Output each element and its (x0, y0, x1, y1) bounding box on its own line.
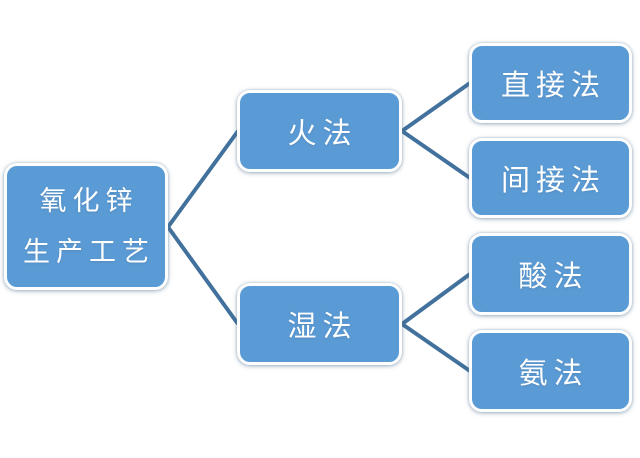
leaf-node-indirect-label: 间接法 (500, 165, 606, 197)
leaf-node-direct-method: 直接法 (469, 43, 632, 123)
branch-node-fire-label: 火法 (287, 118, 358, 150)
leaf-node-ammonia-method: 氨法 (469, 330, 632, 412)
connector-wet-to-ammonia (400, 322, 472, 373)
branch-node-fire-method: 火法 (237, 90, 402, 172)
root-node-label-line2: 生产工艺 (23, 236, 155, 267)
connector-fire-to-indirect (400, 129, 472, 180)
leaf-node-acid-label: 酸法 (518, 261, 589, 293)
branch-node-wet-label: 湿法 (287, 311, 358, 343)
connector-wet-to-acid (400, 272, 472, 326)
leaf-node-ammonia-label: 氨法 (518, 358, 589, 390)
leaf-node-acid-method: 酸法 (469, 233, 632, 315)
leaf-node-direct-label: 直接法 (500, 70, 606, 102)
connector-root-to-fire (166, 129, 240, 229)
branch-node-wet-method: 湿法 (237, 283, 402, 365)
root-node-label-line1: 氧化锌 (39, 185, 139, 216)
leaf-node-indirect-method: 间接法 (469, 138, 632, 218)
connector-fire-to-direct (400, 81, 472, 133)
root-node-zinc-oxide-process: 氧化锌 生产工艺 (4, 163, 168, 290)
connector-root-to-wet (166, 225, 240, 326)
